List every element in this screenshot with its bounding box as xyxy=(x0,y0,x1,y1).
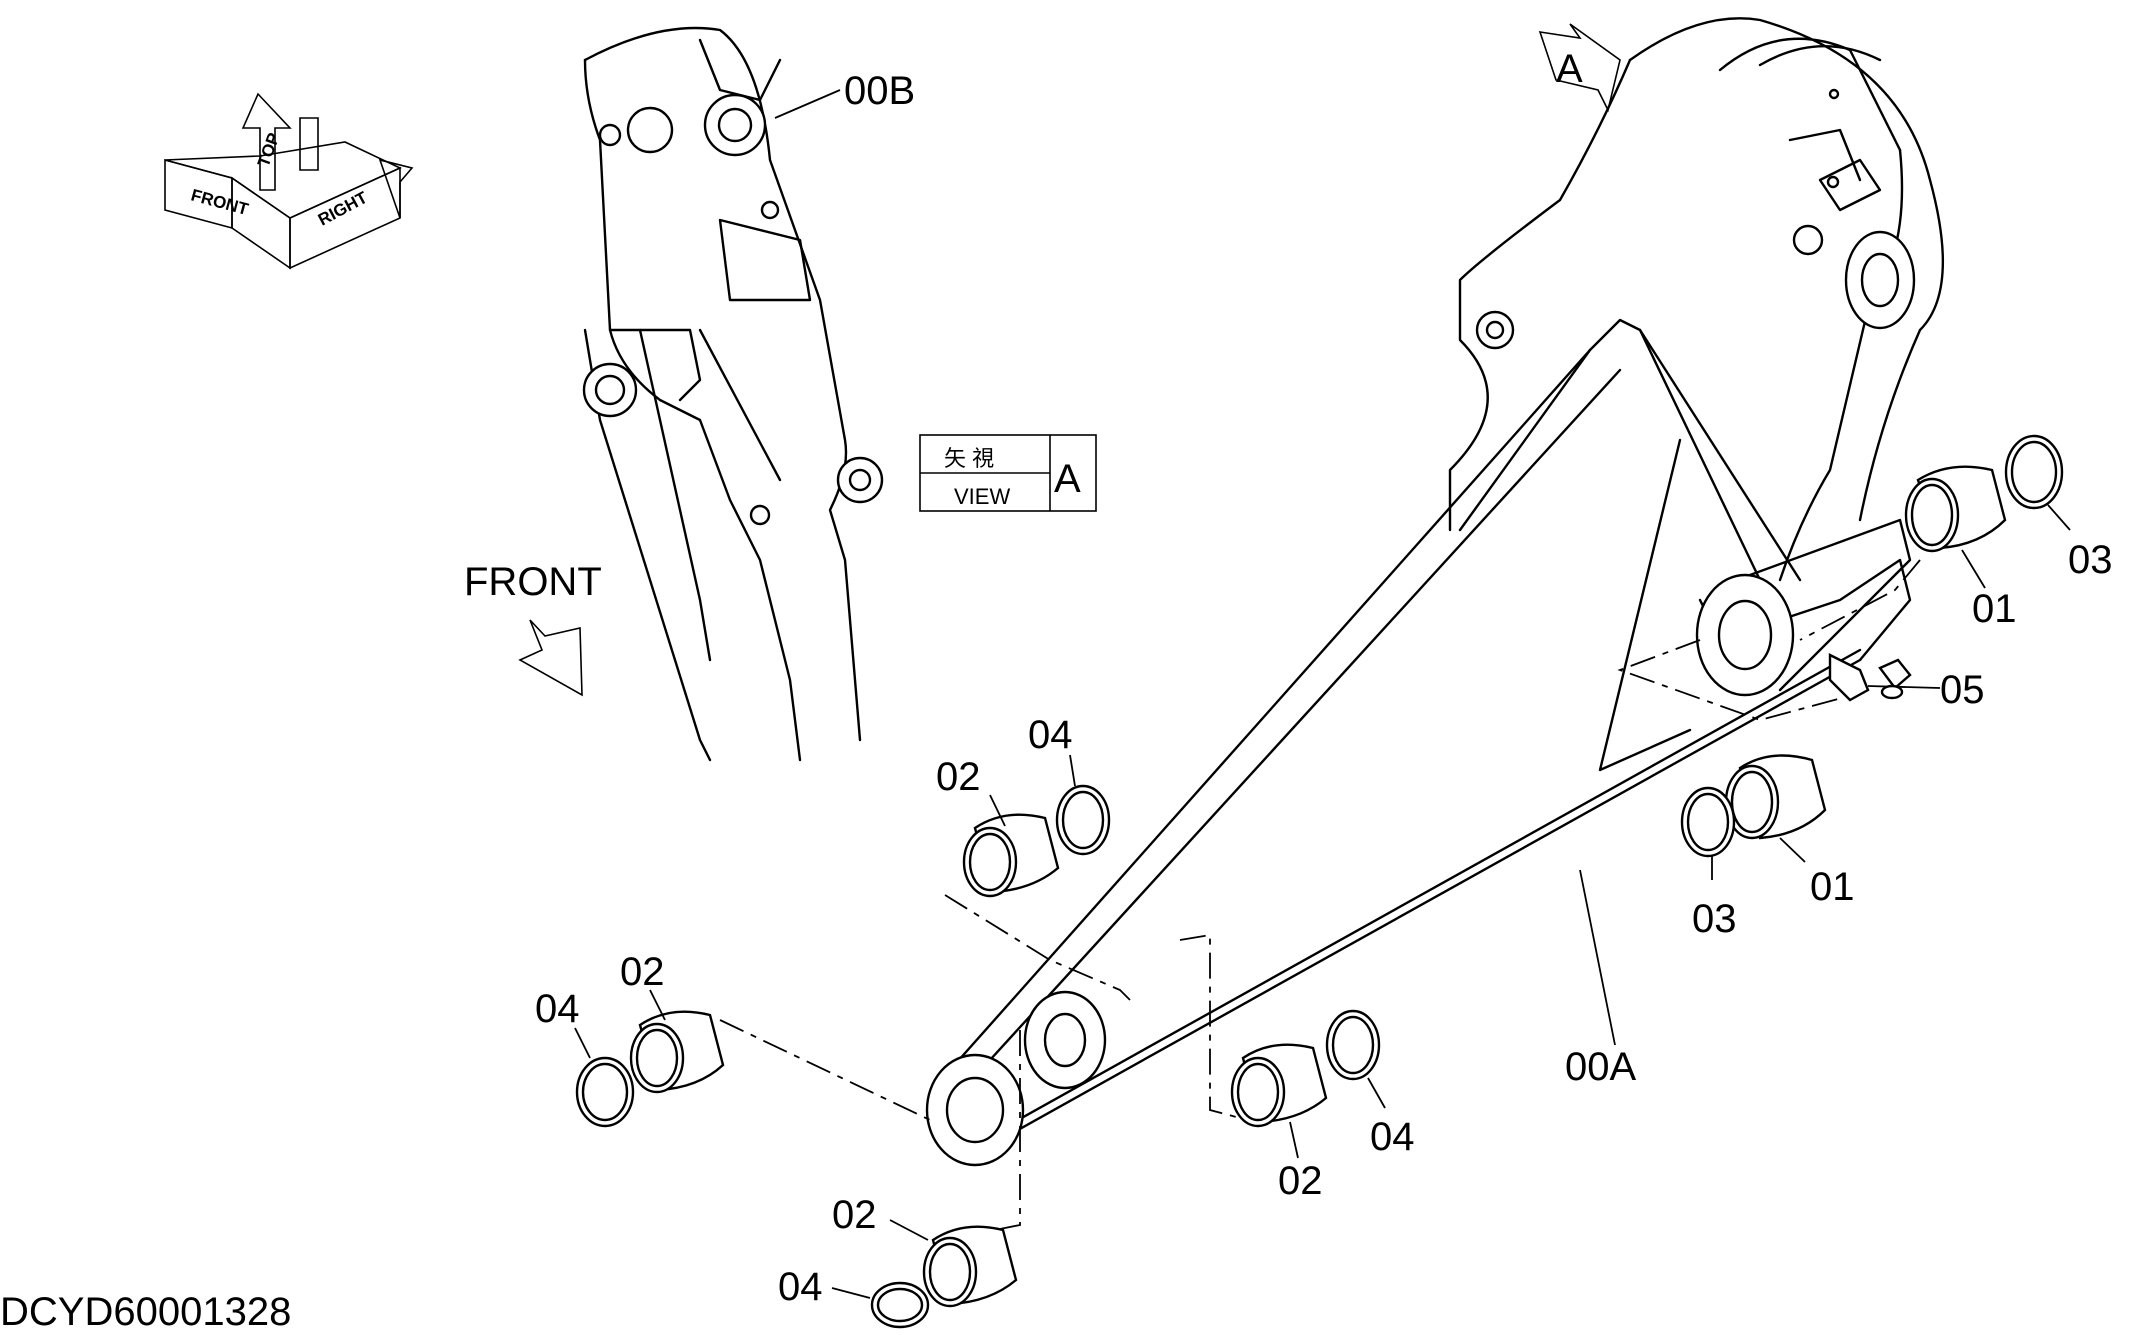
orientation-indicator: FRONT TOP RIGHT xyxy=(164,92,414,270)
bushing-01-upper xyxy=(1904,465,2007,589)
part-label-04-c: 04 xyxy=(1370,1115,1415,1159)
view-a-arrow-icon xyxy=(1538,23,1621,113)
ring-04-set-a xyxy=(1055,754,1111,856)
view-box-en-text: VIEW xyxy=(954,484,1010,509)
part-label-01-lower: 01 xyxy=(1810,865,1855,909)
part-label-03-upper: 03 xyxy=(2068,538,2113,582)
ring-04-set-d xyxy=(831,1281,930,1329)
view-a-arrow-letter: A xyxy=(1556,47,1583,91)
part-label-04-a: 04 xyxy=(1028,713,1073,757)
part-label-00B: 00B xyxy=(844,69,915,113)
bushing-01-lower xyxy=(1724,754,1827,863)
bushing-02-set-b xyxy=(629,989,725,1094)
front-arrow-icon xyxy=(518,619,583,697)
grease-fitting-05 xyxy=(1878,658,1912,700)
orientation-top-label: TOP xyxy=(254,130,284,169)
front-label: FRONT xyxy=(464,560,602,604)
ring-03-upper xyxy=(2004,434,2071,531)
ring-04-set-c xyxy=(1325,1009,1386,1109)
part-label-04-b: 04 xyxy=(535,987,580,1031)
part-label-05: 05 xyxy=(1940,668,1985,712)
part-label-02-d: 02 xyxy=(832,1193,877,1237)
ring-03-lower xyxy=(1680,786,1736,880)
part-label-04-d: 04 xyxy=(778,1265,823,1309)
view-box-letter: A xyxy=(1054,457,1081,501)
front-direction-indicator: FRONT xyxy=(464,560,602,697)
bushing-02-set-d xyxy=(889,1219,1018,1308)
side-view-arm-sketch xyxy=(582,26,884,762)
part-label-02-a: 02 xyxy=(936,755,981,799)
view-box-jp-text: 矢 視 xyxy=(944,446,994,471)
bushing-02-set-a xyxy=(962,794,1060,898)
part-label-02-b: 02 xyxy=(620,950,665,994)
ring-04-set-b xyxy=(574,1027,635,1128)
part-label-02-c: 02 xyxy=(1278,1159,1323,1203)
view-a-box: 矢 視 VIEW A xyxy=(919,434,1097,512)
part-label-01-upper: 01 xyxy=(1972,587,2017,631)
orientation-front-label: FRONT xyxy=(189,186,251,220)
drawing-code: DCYD60001328 xyxy=(0,1290,291,1334)
view-a-arrow: A xyxy=(1538,23,1621,113)
bushing-02-set-c xyxy=(1230,1043,1328,1159)
part-label-00A: 00A xyxy=(1565,1045,1636,1089)
main-boom-00A xyxy=(925,17,1944,1167)
part-label-03-lower: 03 xyxy=(1692,897,1737,941)
